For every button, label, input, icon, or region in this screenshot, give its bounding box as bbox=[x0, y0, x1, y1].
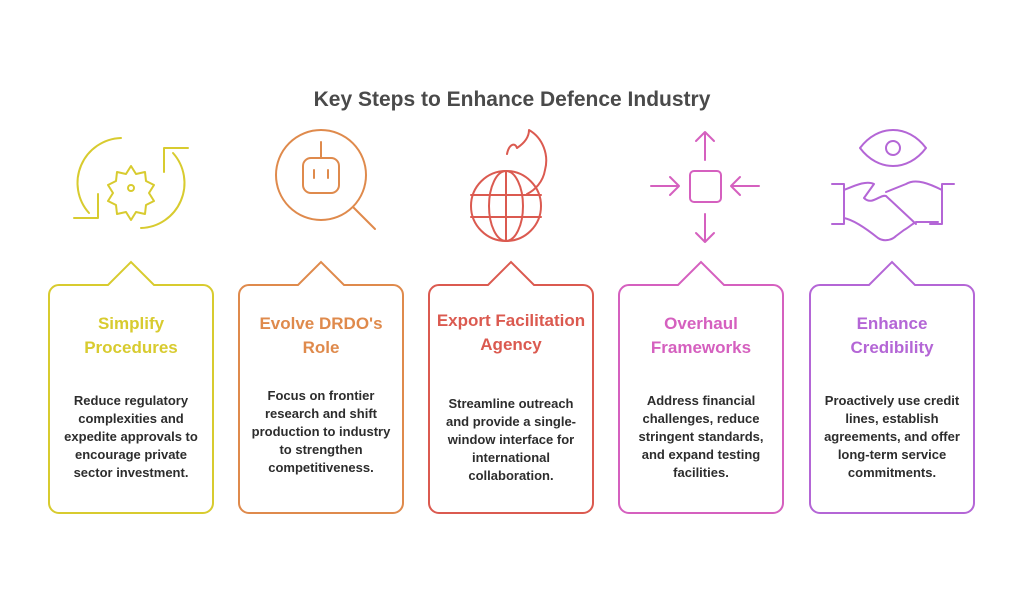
step-card: Evolve DRDO's Role Focus on frontier res… bbox=[237, 260, 405, 515]
globe-fire-icon bbox=[470, 129, 548, 242]
step-card: Export Facilitation Agency Streamline ou… bbox=[427, 260, 595, 515]
step-card: Overhaul Frameworks Address financial ch… bbox=[617, 260, 785, 515]
step-title: Simplify Procedures bbox=[84, 314, 178, 357]
step-card: Simplify Procedures Reduce regulatory co… bbox=[47, 260, 215, 515]
card-outline bbox=[238, 260, 404, 514]
step-description: Streamline outreach and provide a single… bbox=[445, 396, 577, 483]
step-column: Enhance Credibility Proactively use cred… bbox=[808, 110, 976, 515]
step-column: Export Facilitation Agency Streamline ou… bbox=[427, 110, 595, 515]
step-column: Evolve DRDO's Role Focus on frontier res… bbox=[237, 110, 405, 515]
step-title: Overhaul Frameworks bbox=[650, 314, 752, 357]
step-column: Simplify Procedures Reduce regulatory co… bbox=[47, 110, 215, 515]
eye-handshake-icon bbox=[831, 129, 955, 242]
step-title: Export Facilitation Agency bbox=[436, 311, 586, 354]
robot-search-icon bbox=[275, 129, 376, 230]
card-outline bbox=[809, 260, 975, 514]
diagram-title: Key Steps to Enhance Defence Industry bbox=[313, 88, 711, 111]
step-description: Focus on frontier research and shift pro… bbox=[251, 388, 391, 475]
card-outline bbox=[428, 260, 594, 514]
gear-cycle-icon bbox=[73, 137, 189, 229]
step-description: Proactively use credit lines, establish … bbox=[824, 393, 960, 480]
card-outline bbox=[48, 260, 214, 514]
card-outline bbox=[618, 260, 784, 514]
step-title: Enhance Credibility bbox=[850, 314, 934, 357]
arrows-square-icon bbox=[650, 131, 760, 243]
step-column: Overhaul Frameworks Address financial ch… bbox=[617, 110, 785, 515]
step-description: Reduce regulatory complexities and exped… bbox=[64, 393, 198, 480]
step-description: Address financial challenges, reduce str… bbox=[638, 393, 764, 480]
step-title: Evolve DRDO's Role bbox=[259, 314, 383, 357]
step-card: Enhance Credibility Proactively use cred… bbox=[808, 260, 976, 515]
